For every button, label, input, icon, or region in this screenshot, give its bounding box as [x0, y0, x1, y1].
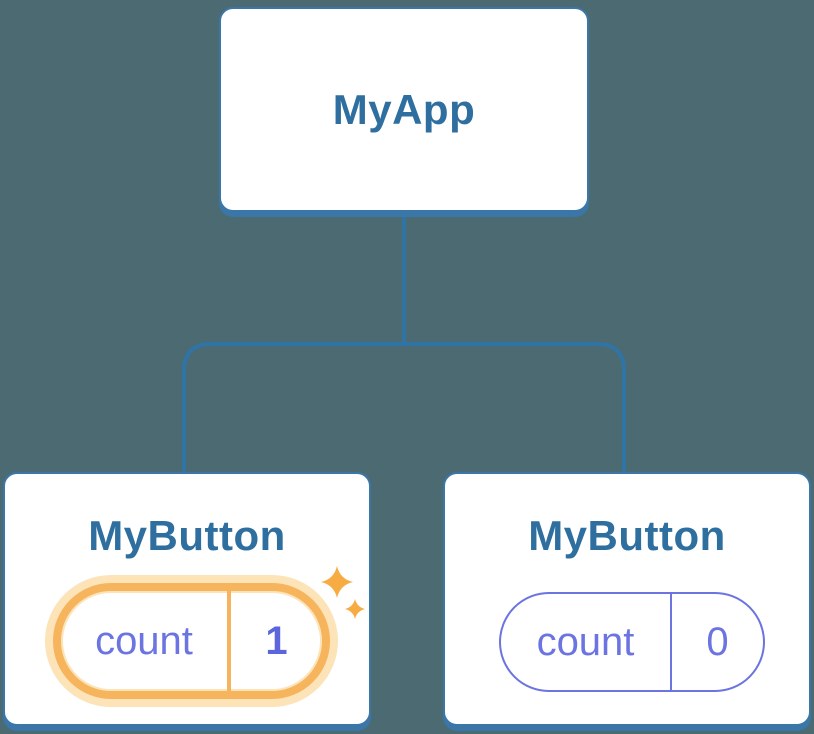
sparkle-small [345, 599, 365, 619]
pill-divider [227, 591, 231, 691]
node-label: MyButton [528, 512, 726, 559]
state-value: 1 [265, 618, 288, 663]
child-node-mybutton-1: MyButton count 1 [3, 472, 371, 726]
sparkle-large [321, 566, 353, 598]
root-node-myapp: MyApp [219, 7, 589, 212]
state-value: 0 [706, 619, 729, 664]
state-pill: count 0 [499, 592, 765, 692]
state-key: count [536, 619, 635, 664]
node-label: MyButton [88, 512, 286, 559]
pill-divider [670, 594, 672, 690]
node-label: MyApp [332, 85, 476, 133]
state-key: count [95, 618, 193, 663]
state-pill-highlighted: count 1 [53, 583, 330, 699]
child-node-mybutton-2: MyButton count 0 [443, 472, 811, 726]
connector-branch [182, 342, 626, 473]
